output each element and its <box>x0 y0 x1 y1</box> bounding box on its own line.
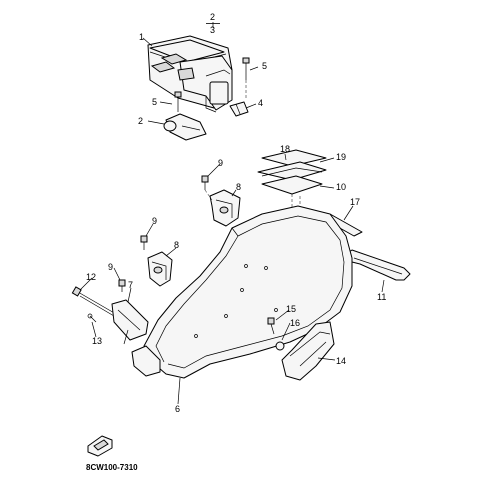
bolt-part-9-c <box>118 279 126 292</box>
diagram-code: 8CW100-7310 <box>86 463 138 472</box>
bolt-part-5-right <box>242 57 250 100</box>
callout-9-a: 9 <box>218 158 223 168</box>
callout-16: 16 <box>290 318 300 328</box>
callout-10: 10 <box>336 182 346 192</box>
callout-19: 19 <box>336 152 346 162</box>
bolt-part-9-b <box>140 235 148 250</box>
callout-6: 6 <box>175 404 180 414</box>
callout-15: 15 <box>286 304 296 314</box>
screw-part-13 <box>87 313 97 323</box>
bracket-part-8-upper <box>209 189 241 227</box>
grab-bar-part-11 <box>345 249 411 281</box>
bolt-part-9-a <box>201 175 213 201</box>
bolt-part-15 <box>267 317 275 335</box>
callout-9-c: 9 <box>108 262 113 272</box>
leader-lines <box>79 22 385 405</box>
section-icon <box>87 435 113 457</box>
bolt-part-5-left <box>174 91 182 112</box>
plate-part-7 <box>111 299 161 377</box>
bracket-part-8-lower <box>147 251 173 287</box>
tool-box-part-1 <box>147 35 233 113</box>
rear-fender-part-6 <box>143 205 353 379</box>
callout-1: 1 <box>139 32 144 42</box>
callout-12: 12 <box>86 272 96 282</box>
pad-part-18-19 <box>257 149 327 195</box>
callout-5-left: 5 <box>152 97 157 107</box>
bolt-part-12 <box>71 286 117 317</box>
callout-7-top: 7 <box>128 280 133 290</box>
callout-8-upper: 8 <box>236 182 241 192</box>
callout-2: 2 <box>138 116 143 126</box>
callout-13: 13 <box>92 336 102 346</box>
callout-17: 17 <box>350 197 360 207</box>
nut-part-16 <box>275 341 285 351</box>
callout-2-top: 2 <box>210 12 215 22</box>
bracket-part-14 <box>281 321 335 381</box>
callout-18: 18 <box>280 144 290 154</box>
callout-5-right: 5 <box>262 61 267 71</box>
callout-8-lower: 8 <box>174 240 179 250</box>
clip-part-4 <box>229 101 249 117</box>
callout-11: 11 <box>377 292 386 302</box>
callout-4: 4 <box>258 98 263 108</box>
callout-14: 14 <box>336 356 346 366</box>
callout-3: 3 <box>210 25 215 35</box>
bracket-part-2 <box>163 113 207 141</box>
callout-labels: 1 2 3 5 5 4 2 18 19 9 10 8 17 9 8 9 12 7… <box>86 12 386 414</box>
fraction-bar <box>206 23 220 24</box>
callout-9-b: 9 <box>152 216 157 226</box>
